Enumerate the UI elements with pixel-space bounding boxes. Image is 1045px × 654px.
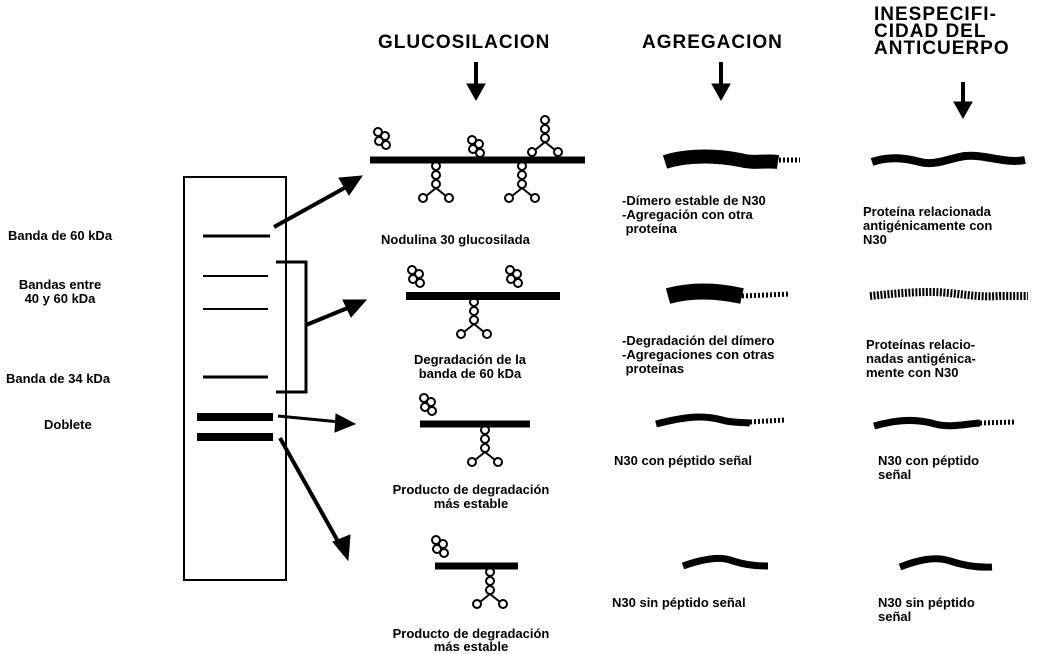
header-arrows	[467, 62, 972, 118]
label-band-60-kda: Banda de 60 kDa	[8, 229, 112, 243]
caption-agregacion-row-1a: -Dímero estable de N30	[622, 194, 766, 208]
label-doublet: Doblete	[44, 418, 92, 432]
caption-glucosilacion-row-1: Nodulina 30 glucosilada	[381, 233, 530, 247]
glycoprotein-row-1	[370, 116, 585, 202]
aggregate-row-2	[668, 292, 790, 297]
aggregate-row-4	[683, 558, 768, 566]
aggregate-row-3	[656, 417, 784, 424]
caption-agregacion-row-2a: -Degradación del dímero	[622, 334, 774, 348]
unspecific-row-4	[900, 559, 992, 567]
caption-inespecificidad-row-4a: N30 sin péptido	[878, 596, 975, 610]
caption-agregacion-row-2b: -Agregaciones con otras	[622, 348, 774, 362]
gel-lane	[184, 177, 286, 580]
glycoprotein-row-2	[406, 266, 560, 338]
glycoprotein-row-4	[432, 536, 518, 608]
glycoprotein-row-3	[420, 394, 530, 466]
caption-inespecificidad-row-2b: nadas antigénica-	[866, 352, 976, 366]
caption-agregacion-row-1c: proteína	[622, 222, 677, 236]
label-band-34-kda: Banda de 34 kDa	[6, 372, 110, 386]
doublet-band-2	[197, 433, 273, 441]
aggregate-row-1	[665, 157, 800, 163]
caption-inespecificidad-row-4b: señal	[878, 610, 911, 624]
label-bands-between-1: Bandas entre	[14, 278, 106, 292]
unspecific-row-2	[870, 292, 1028, 296]
unspecific-row-1	[872, 156, 1025, 163]
caption-agregacion-row-3: N30 con péptido señal	[614, 454, 752, 468]
caption-glucosilacion-row-3b: más estable	[366, 497, 576, 511]
caption-inespecificidad-row-2c: mente con N30	[866, 366, 958, 380]
caption-glucosilacion-row-4b: más estable	[366, 640, 576, 654]
connector-arrows	[274, 176, 366, 560]
header-inespecificidad-3: ANTICUERPO	[874, 40, 1010, 57]
caption-inespecificidad-row-2a: Proteínas relacio-	[866, 338, 975, 352]
unspecific-row-3	[874, 420, 1015, 426]
caption-inespecificidad-row-3a: N30 con péptido	[878, 454, 979, 468]
caption-glucosilacion-row-2b: banda de 60 kDa	[390, 367, 550, 381]
caption-glucosilacion-row-2a: Degradación de la	[390, 353, 550, 367]
caption-agregacion-row-2c: proteínas	[622, 362, 684, 376]
caption-glucosilacion-row-3a: Producto de degradación	[366, 483, 576, 497]
doublet-band-1	[197, 413, 273, 421]
caption-agregacion-row-1b: -Agregación con otra	[622, 208, 753, 222]
header-agregacion: AGREGACION	[642, 34, 783, 51]
header-glucosilacion: GLUCOSILACION	[378, 34, 550, 51]
caption-inespecificidad-row-1a: Proteína relacionada	[863, 205, 991, 219]
caption-inespecificidad-row-1b: antigénicamente con	[863, 219, 992, 233]
caption-agregacion-row-4: N30 sin péptido señal	[612, 596, 746, 610]
caption-inespecificidad-row-1c: N30	[863, 233, 887, 247]
caption-inespecificidad-row-3b: señal	[878, 468, 911, 482]
label-bands-between-2: 40 y 60 kDa	[14, 292, 106, 306]
